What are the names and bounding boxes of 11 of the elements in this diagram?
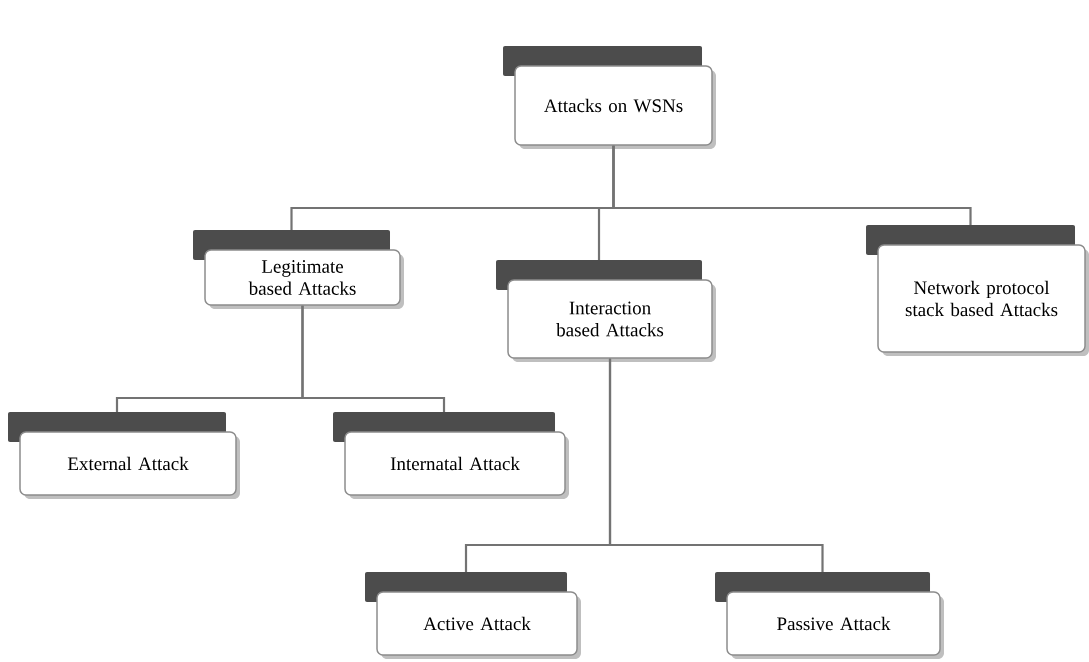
process-box: Network protocol stack based Attacks (866, 225, 1089, 356)
connector (612, 145, 972, 225)
connector (301, 305, 446, 412)
process-box: External Attack (8, 412, 240, 499)
process-box: Passive Attack (715, 572, 944, 659)
process-box: Attacks on WSNs (503, 46, 716, 149)
process-box: Internatal Attack (333, 412, 569, 499)
process-box: Legitimate based Attacks (193, 230, 404, 309)
process-box: Active Attack (365, 572, 581, 659)
process-box: Interaction based Attacks (496, 260, 716, 362)
connector (608, 358, 824, 572)
